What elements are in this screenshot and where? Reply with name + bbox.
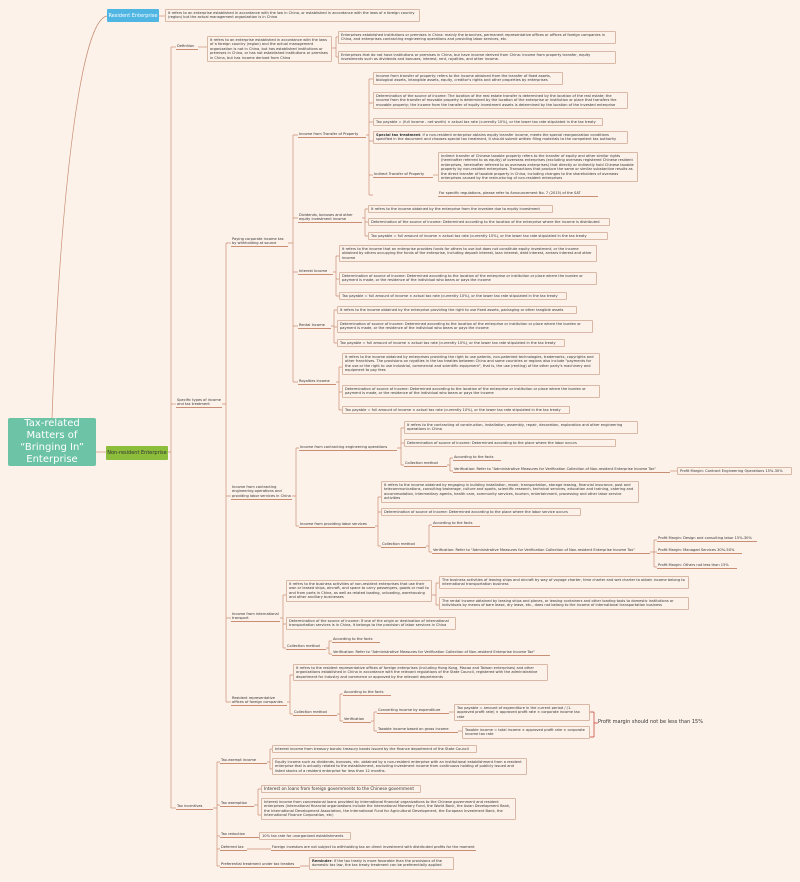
rep-offices-def: It refers to the resident representative… — [293, 664, 548, 682]
rep-conv-formula: Tax payable = amount of expenditure in t… — [454, 704, 590, 722]
dividends-def: It refers to the income obtained by the … — [368, 205, 553, 214]
dividends-tax: Tax payable = full amount of income × ac… — [368, 232, 608, 241]
exempt-equity: Equity income such as dividends, bonuses… — [272, 758, 527, 776]
rental-node[interactable]: Rental Income — [298, 323, 331, 329]
rep-verification-node[interactable]: Verification — [343, 717, 371, 723]
exemption-intl-org: Interest income from concessional loans … — [261, 798, 516, 820]
engineering-source: Determination of source of income: Deter… — [404, 439, 616, 448]
interest-source: Determination of source of income: Deter… — [339, 272, 597, 285]
exemption-foreign-gov: Interest on loans from foreign governmen… — [261, 785, 421, 794]
non-resident-enterprise-node[interactable]: Non-resident Enterprise — [106, 446, 168, 460]
preferential-node[interactable]: Preferential treatment under tax treatie… — [220, 862, 300, 868]
transport-facts: According to the facts — [332, 637, 380, 643]
interest-tax: Tax payable = full amount of income × ac… — [339, 292, 567, 301]
rental-def: It refers to the income obtained by the … — [337, 306, 577, 315]
transport-def: It refers to the business activities of … — [286, 580, 432, 602]
engineering-income-node[interactable]: Income from contracting engineering oper… — [299, 445, 397, 451]
paying-withholding-node[interactable]: Paying corporate income tax by withholdi… — [231, 237, 288, 248]
tax-exempt-node[interactable]: Tax-exempt income — [220, 758, 267, 764]
labor-pm-managed: Profit Margin: Managed Services 30%-50% — [657, 548, 742, 554]
labor-def: It refers to the income obtained by enga… — [381, 481, 639, 503]
special-tax-label: Special tax treatment — [376, 133, 421, 137]
rep-offices-node[interactable]: Resident representative offices of forei… — [231, 696, 287, 707]
reduction-text: 10% tax rate for unorganized establishme… — [259, 832, 351, 841]
transfer-source: Determination of the source of income: T… — [373, 92, 628, 110]
resident-enterprise-node[interactable]: Resident Enterprise — [107, 9, 159, 22]
transfer-property-node[interactable]: Income from Transfer of Property — [298, 132, 366, 138]
transport-charter: The business activities of leasing ships… — [439, 576, 689, 589]
interest-node[interactable]: Interest Income — [298, 269, 333, 275]
royalties-def: It refers to the income obtained by ente… — [342, 353, 600, 375]
definition-established: Enterprises established institutions or … — [338, 31, 616, 44]
deferred-text: Foreign investors are not subject to wit… — [271, 845, 476, 851]
reminder-label: Reminder — [312, 859, 332, 863]
labor-pm-design: Profit Margin: Design and consulting lab… — [657, 536, 757, 542]
tax-incentives-node[interactable]: Tax incentives — [176, 804, 213, 810]
dividends-node[interactable]: Dividends, bonuses and other equity inve… — [298, 213, 362, 224]
labor-verification: Verification: Refer to "Administrative M… — [432, 548, 650, 554]
indirect-transfer-node[interactable]: Indirect Transfer of Property — [373, 172, 433, 178]
engineering-def: It refers to the contracting of construc… — [404, 421, 638, 434]
exempt-treasury: Interest income from treasury bonds: tre… — [272, 745, 477, 754]
rep-conv-node[interactable]: Converting income by expenditure — [377, 708, 449, 714]
transport-source: Determination of the source of income: I… — [286, 617, 456, 630]
root-topic[interactable]: Tax-related Matters of “Bringing In” Ent… — [8, 418, 96, 466]
transport-rental: The rental income obtained by leasing sh… — [439, 597, 689, 610]
transfer-tax: Tax payable = (full income - net worth) … — [373, 118, 603, 127]
labor-source: Determination of source of income: Deter… — [381, 508, 581, 517]
royalties-source: Determination of source of income: Deter… — [342, 385, 600, 398]
labor-method-node[interactable]: Collection method — [381, 542, 426, 548]
engineering-method-node[interactable]: Collection method — [404, 461, 447, 467]
special-tax-text: : if a non-resident enterprise obtains e… — [376, 133, 617, 142]
rep-method-node[interactable]: Collection method — [293, 710, 337, 716]
royalties-tax: Tax payable = full amount of income × ac… — [342, 406, 570, 415]
dividends-source: Determination of the source of income: D… — [368, 218, 610, 227]
definition-desc: It refers to an enterprise established i… — [207, 36, 332, 63]
engineering-verification: Verification: Refer to "Administrative M… — [453, 467, 670, 473]
transport-verification: Verification: Refer to "Administrative M… — [332, 650, 550, 656]
tax-reduction-node[interactable]: Tax reduction — [220, 832, 262, 838]
engineering-profit-margin: Profit Margin: Contract Engineering Oper… — [677, 467, 792, 476]
engineering-facts: According to the facts — [453, 455, 501, 461]
royalties-node[interactable]: Royalties Income — [298, 379, 336, 385]
specific-types-node[interactable]: Specific types of income and tax treatme… — [176, 398, 222, 409]
reminder-text: : If the tax treaty is more favorable th… — [312, 859, 442, 868]
interest-def: It refers to the income that an enterpri… — [339, 245, 597, 263]
transfer-announcement: For specific regulations, please refer t… — [438, 191, 598, 197]
labor-income-node[interactable]: Income from providing labor services — [299, 522, 375, 528]
contracting-labor-node[interactable]: Income from contracting engineering oper… — [231, 485, 292, 500]
tax-exemption-node[interactable]: Tax exemption — [220, 801, 254, 807]
resident-definition: It refers to an enterprise established i… — [165, 9, 420, 22]
rep-gross-formula: Taxable income = total income × approved… — [462, 726, 590, 739]
rep-profit-margin: Profit margin should not be less than 15… — [598, 719, 703, 725]
transport-method-node[interactable]: Collection method — [286, 644, 326, 650]
transport-node[interactable]: Income from international transport — [231, 612, 280, 623]
labor-pm-others: Profit Margin: Others not less than 15% — [657, 563, 737, 569]
rep-gross-node[interactable]: Taxable income based on gross income — [377, 727, 458, 733]
definition-not-established: Enterprises that do not have institution… — [338, 51, 616, 64]
transfer-def: Income from transfer of property: refers… — [373, 72, 563, 85]
indirect-transfer-desc: Indirect transfer of Chinese taxable pro… — [438, 152, 638, 183]
rental-tax: Tax payable = full amount of income × ac… — [337, 339, 565, 348]
definition-node[interactable]: Definition — [176, 44, 198, 50]
labor-facts: According to the facts — [432, 521, 480, 527]
rental-source: Determination of source of income: Deter… — [337, 320, 593, 333]
rep-facts: According to the facts — [343, 690, 391, 696]
deferred-tax-node[interactable]: Deferred tax — [220, 845, 247, 851]
preferential-text: Reminder: If the tax treaty is more favo… — [309, 857, 454, 870]
transfer-special: Special tax treatment: if a non-resident… — [373, 131, 628, 144]
